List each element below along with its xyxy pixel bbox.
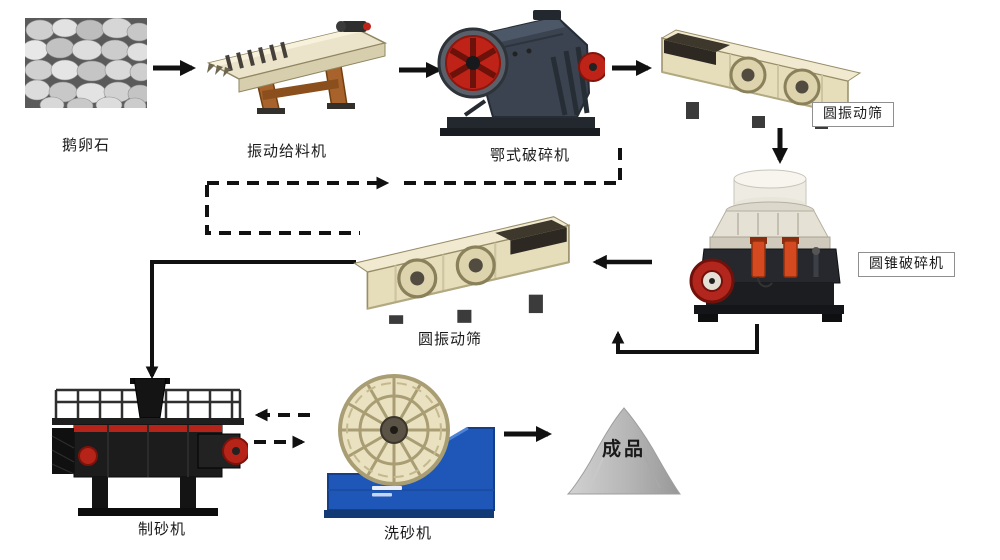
sand-washer-label: 洗砂机	[383, 524, 432, 542]
arrow-screen-middle-to-sand-maker	[145, 260, 356, 380]
cone-crusher-pulley	[689, 258, 735, 304]
arrow-screen-middle-return-to-cone-crusher	[611, 324, 759, 354]
hydraulic-cylinders	[750, 237, 799, 288]
jaw-crusher-label: 鄂式破碎机	[489, 146, 570, 164]
jaw-crusher-illustration	[437, 10, 605, 136]
bucket-wheel	[338, 374, 450, 486]
sand-maker-label: 制砂机	[137, 520, 186, 538]
sand-maker-illustration	[51, 378, 248, 516]
cone-crusher-label: 圆锥破碎机	[858, 252, 955, 277]
feeder-label: 振动给料机	[246, 142, 327, 160]
screen-top-label: 圆振动筛	[812, 102, 894, 127]
screen-middle-label: 圆振动筛	[417, 330, 482, 348]
pebbles-label: 鹅卵石	[61, 136, 110, 154]
cone-crusher-illustration	[689, 169, 844, 322]
dashed-return-line-left	[205, 185, 360, 235]
product-label: 成品	[601, 438, 646, 460]
grizzly-teeth	[207, 63, 231, 77]
grizzly-slots	[225, 41, 288, 72]
feeder-motor	[341, 21, 367, 32]
product-pile-illustration	[566, 407, 681, 495]
sand-washer-illustration	[324, 374, 495, 518]
vibrating-screen-middle-illustration	[352, 215, 571, 325]
vibrating-feeder-illustration	[206, 21, 388, 114]
pebbles-photo	[25, 18, 147, 108]
jaw-crusher-flywheel	[437, 27, 509, 99]
